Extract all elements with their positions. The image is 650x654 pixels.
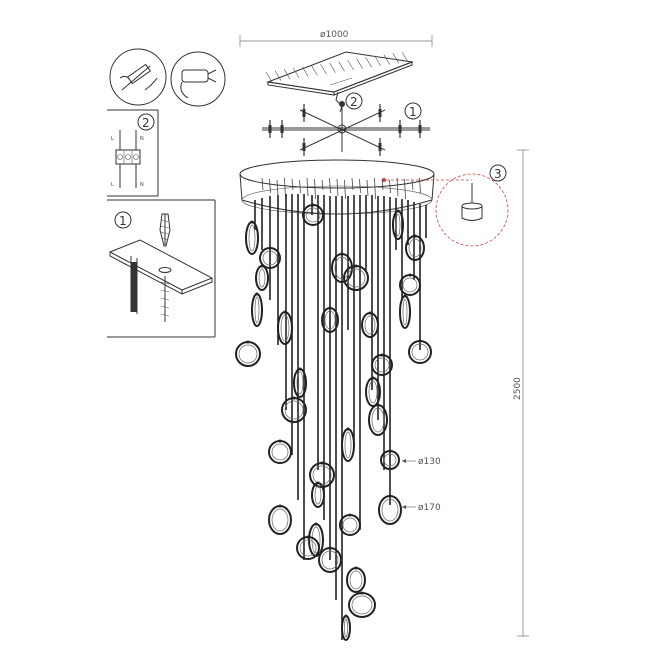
svg-text:2: 2 [350,95,358,109]
ceiling-canopy [265,51,414,113]
svg-text:1: 1 [409,105,417,119]
height-dimension-label: 2500 [513,377,523,400]
callout-step1-panel: 1 [119,214,127,228]
wiring-panel: 2 L N L N [107,109,159,197]
callout-step2-main: 2 [345,92,363,110]
height-dimension: 2500 [513,149,529,637]
detail-led-spotlight: 3 [386,164,509,247]
led-spot-marker [382,178,386,182]
wire-label-l-top: L [111,136,114,142]
wire-label-n-bottom: N [140,182,144,188]
svg-text:ø130: ø130 [418,457,441,467]
callout-step1-main: 1 [404,102,422,120]
width-dimension-label: ø1000 [320,30,349,40]
wire-label-l-bottom: L [111,182,114,188]
ring-size-label-small: ø130 [402,457,441,467]
wire-label-n-top: N [140,136,144,142]
width-dimension: ø1000 [239,30,433,47]
pendant-rings [235,203,432,641]
ceiling-mount-panel: 1 [107,199,216,338]
callout-step3: 3 [494,167,502,181]
tool-icons [109,48,226,107]
ring-size-label-large: ø170 [402,503,441,513]
pendant-rods [254,177,427,640]
mounting-bracket [262,101,430,156]
svg-text:ø170: ø170 [418,503,441,513]
callout-step2-wiring: 2 [142,116,150,130]
